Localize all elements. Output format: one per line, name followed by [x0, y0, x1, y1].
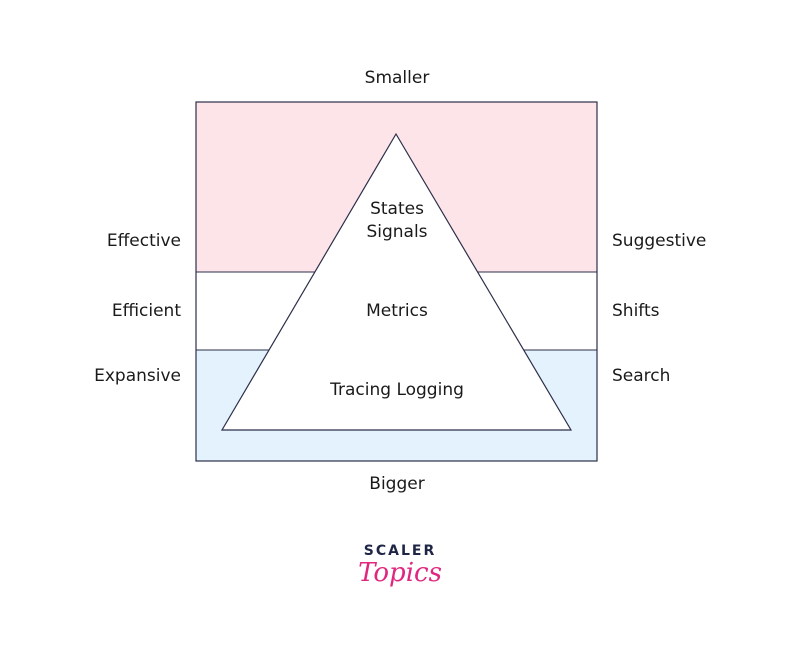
pyramid-label-signals: Signals — [366, 222, 428, 242]
label-shifts: Shifts — [612, 301, 660, 321]
outer-frame — [195, 101, 598, 462]
scaler-topics-logo: SCALER Topics — [358, 542, 442, 586]
label-efficient: Efficient — [111, 301, 181, 321]
label-smaller: Smaller — [364, 68, 430, 88]
label-expansive: Expansive — [94, 366, 181, 386]
label-bigger: Bigger — [369, 474, 425, 494]
logo-scaler-text: SCALER — [363, 543, 437, 559]
pyramid-label-states: States — [370, 199, 424, 219]
pyramid-label-metrics: Metrics — [366, 301, 428, 321]
label-effective: Effective — [106, 231, 181, 251]
label-suggestive: Suggestive — [612, 231, 707, 251]
logo-topics-text: Topics — [358, 558, 442, 588]
pyramid-label-tracing-logging: Tracing Logging — [330, 380, 464, 400]
label-search: Search — [612, 366, 671, 386]
pyramid-triangle — [220, 132, 573, 431]
